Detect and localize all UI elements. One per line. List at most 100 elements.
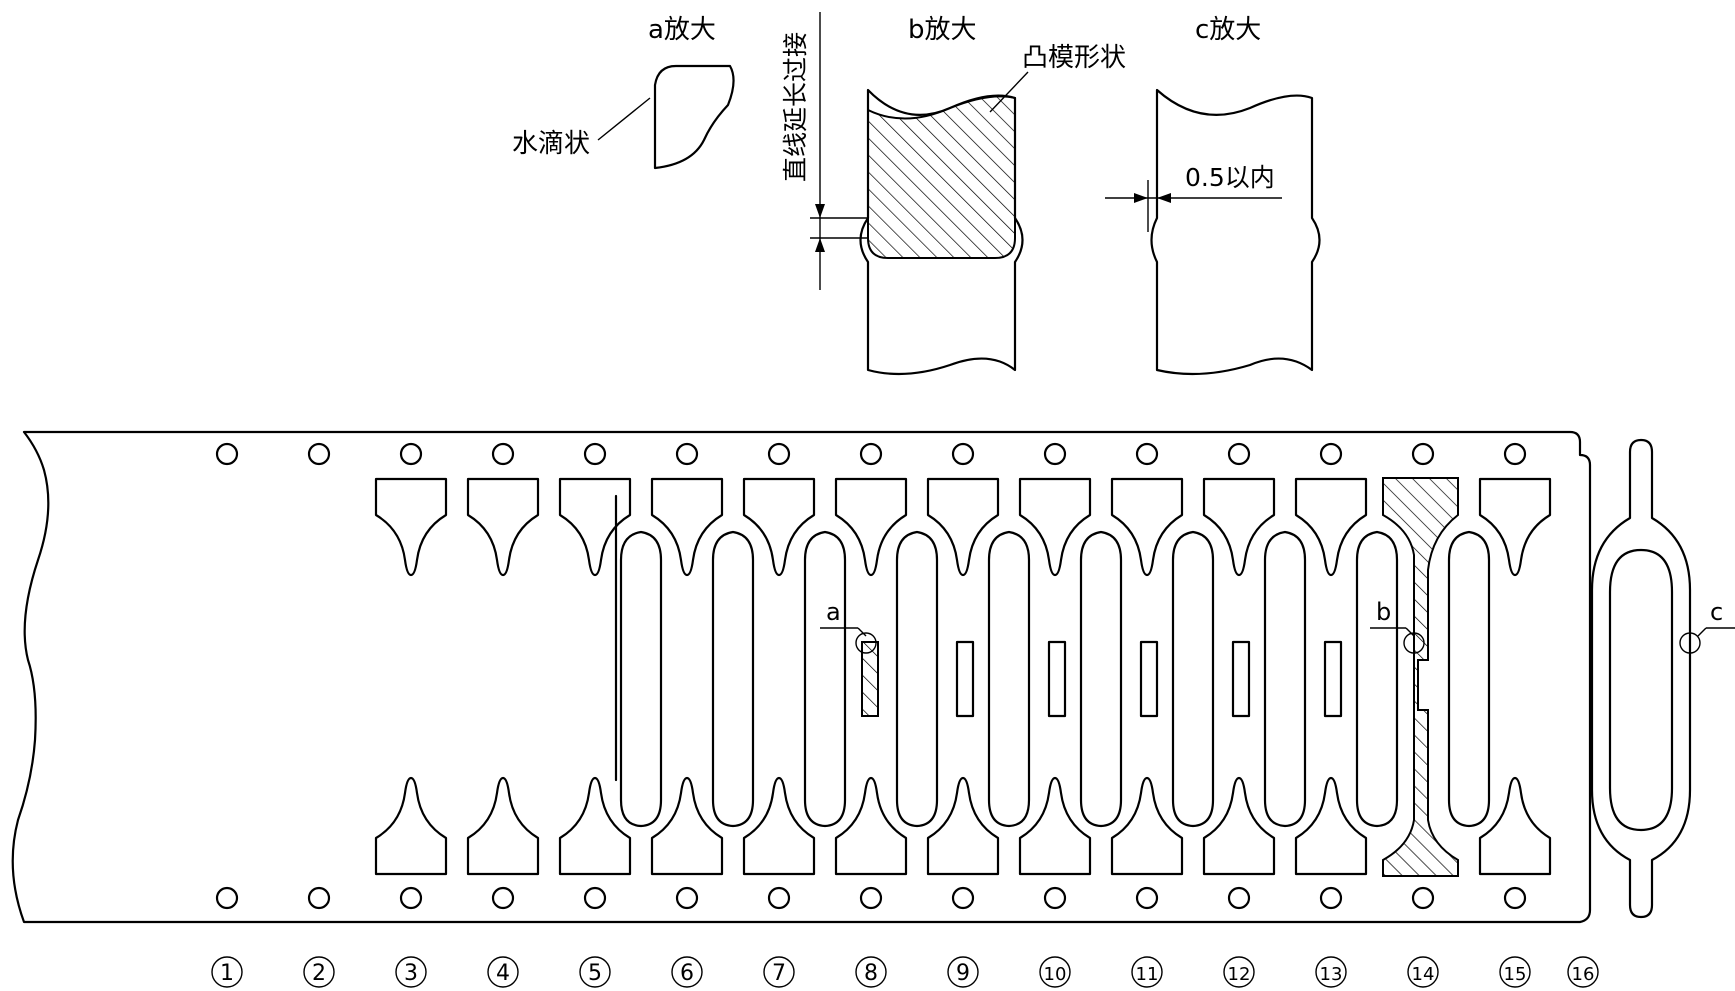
station-number: 4 bbox=[496, 961, 510, 986]
station-number: 8 bbox=[864, 961, 878, 986]
detail-a-title: a放大 bbox=[648, 15, 716, 45]
station-number-circle bbox=[855, 956, 887, 988]
pilot-hole-bottom bbox=[583, 886, 607, 910]
detail-b-arrow-bottom bbox=[815, 238, 825, 252]
station-number: 2 bbox=[312, 961, 326, 986]
station-number: 12 bbox=[1228, 964, 1251, 985]
elongated-slot bbox=[987, 530, 1031, 828]
station-number: 11 bbox=[1136, 964, 1159, 985]
pilot-hole-bottom bbox=[675, 886, 699, 910]
station-number: 1 bbox=[220, 961, 234, 986]
station-number: 15 bbox=[1504, 964, 1527, 985]
lower-notch bbox=[834, 776, 908, 876]
final-part-inner-slot bbox=[1608, 548, 1674, 832]
elongated-slot bbox=[1447, 530, 1491, 828]
detail-c-arrow-right bbox=[1157, 193, 1171, 203]
pilot-hole-bottom bbox=[1135, 886, 1159, 910]
station-number: 7 bbox=[772, 961, 786, 986]
station-number-circle bbox=[487, 956, 519, 988]
elongated-slot bbox=[803, 530, 847, 828]
lower-notch bbox=[1018, 776, 1092, 876]
pilot-hole-top bbox=[215, 442, 239, 466]
station-number: 14 bbox=[1412, 964, 1435, 985]
detail-b: b放大 直线延长过接 凸模形状 bbox=[781, 12, 1126, 376]
upper-notch bbox=[466, 477, 540, 577]
station-number-circle bbox=[763, 956, 795, 988]
marker-a-circle bbox=[855, 632, 877, 654]
pilot-hole-top bbox=[491, 442, 515, 466]
station-number-circle bbox=[1567, 956, 1599, 988]
pilot-hole-bottom bbox=[767, 886, 791, 910]
small-pierce bbox=[955, 640, 975, 718]
upper-notch bbox=[1478, 477, 1552, 577]
detail-a-teardrop-shape bbox=[653, 64, 735, 170]
station-number-circle bbox=[303, 956, 335, 988]
upper-notch bbox=[1202, 477, 1276, 577]
upper-notch bbox=[1110, 477, 1184, 577]
station-number: 13 bbox=[1320, 964, 1343, 985]
marker-c-leader bbox=[1697, 627, 1707, 637]
station-number-circle bbox=[1223, 956, 1255, 988]
pilot-hole-top bbox=[675, 442, 699, 466]
upper-notch bbox=[558, 477, 632, 577]
detail-a-note: 水滴状 bbox=[512, 129, 590, 159]
station-number-circle bbox=[1039, 956, 1071, 988]
pilot-hole-top bbox=[1411, 442, 1435, 466]
station-8-pierce-hatched bbox=[861, 641, 879, 717]
marker-b-circle bbox=[1403, 632, 1425, 654]
pilot-hole-top bbox=[767, 442, 791, 466]
station-number: 6 bbox=[680, 961, 694, 986]
detail-c-dimension-note: 0.5以内 bbox=[1185, 163, 1275, 192]
pilot-hole-top bbox=[399, 442, 423, 466]
lower-notch bbox=[1202, 776, 1276, 876]
pilot-hole-top bbox=[1227, 442, 1251, 466]
pilot-hole-bottom bbox=[215, 886, 239, 910]
station-14-punch-shape bbox=[1382, 477, 1459, 877]
elongated-slot bbox=[619, 530, 663, 828]
station-number: 3 bbox=[404, 961, 418, 986]
station-number-circle bbox=[1131, 956, 1163, 988]
detail-b-title: b放大 bbox=[908, 15, 977, 45]
station-number-circle bbox=[1315, 956, 1347, 988]
elongated-slot bbox=[1355, 530, 1399, 828]
lower-notch bbox=[1110, 776, 1184, 876]
marker-b-label: b bbox=[1376, 598, 1391, 626]
marker-c-label: c bbox=[1710, 598, 1723, 626]
station-number-circle bbox=[1499, 956, 1531, 988]
detail-a-leader-line bbox=[597, 97, 651, 141]
final-part-outline bbox=[1590, 438, 1692, 919]
detail-c-title: c放大 bbox=[1195, 15, 1261, 45]
lower-notch bbox=[742, 776, 816, 876]
station-number-circle bbox=[211, 956, 243, 988]
lower-notch bbox=[466, 776, 540, 876]
elongated-slot bbox=[1079, 530, 1123, 828]
pilot-hole-top bbox=[1319, 442, 1343, 466]
station-number-circle bbox=[671, 956, 703, 988]
pilot-hole-bottom bbox=[859, 886, 883, 910]
station-number: 10 bbox=[1044, 964, 1067, 985]
station-number-circle bbox=[1407, 956, 1439, 988]
station-number: 5 bbox=[588, 961, 602, 986]
upper-notch bbox=[1294, 477, 1368, 577]
lower-notch bbox=[558, 776, 632, 876]
pilot-hole-bottom bbox=[951, 886, 975, 910]
lower-notch bbox=[926, 776, 1000, 876]
marker-c-circle bbox=[1679, 632, 1701, 654]
pilot-hole-top bbox=[307, 442, 331, 466]
detail-b-arrow-top bbox=[815, 204, 825, 218]
small-pierce bbox=[1323, 640, 1343, 718]
pilot-hole-top bbox=[859, 442, 883, 466]
pilot-hole-bottom bbox=[1227, 886, 1251, 910]
lower-notch bbox=[1294, 776, 1368, 876]
station-number: 16 bbox=[1572, 964, 1595, 985]
slots bbox=[619, 530, 1491, 828]
small-pierce bbox=[1047, 640, 1067, 718]
pilot-hole-top bbox=[583, 442, 607, 466]
pilot-hole-bottom bbox=[491, 886, 515, 910]
marker-a-label: a bbox=[826, 598, 841, 626]
elongated-slot bbox=[1171, 530, 1215, 828]
station-number-circle bbox=[395, 956, 427, 988]
small-pierce bbox=[1139, 640, 1159, 718]
elongated-slot bbox=[1263, 530, 1307, 828]
